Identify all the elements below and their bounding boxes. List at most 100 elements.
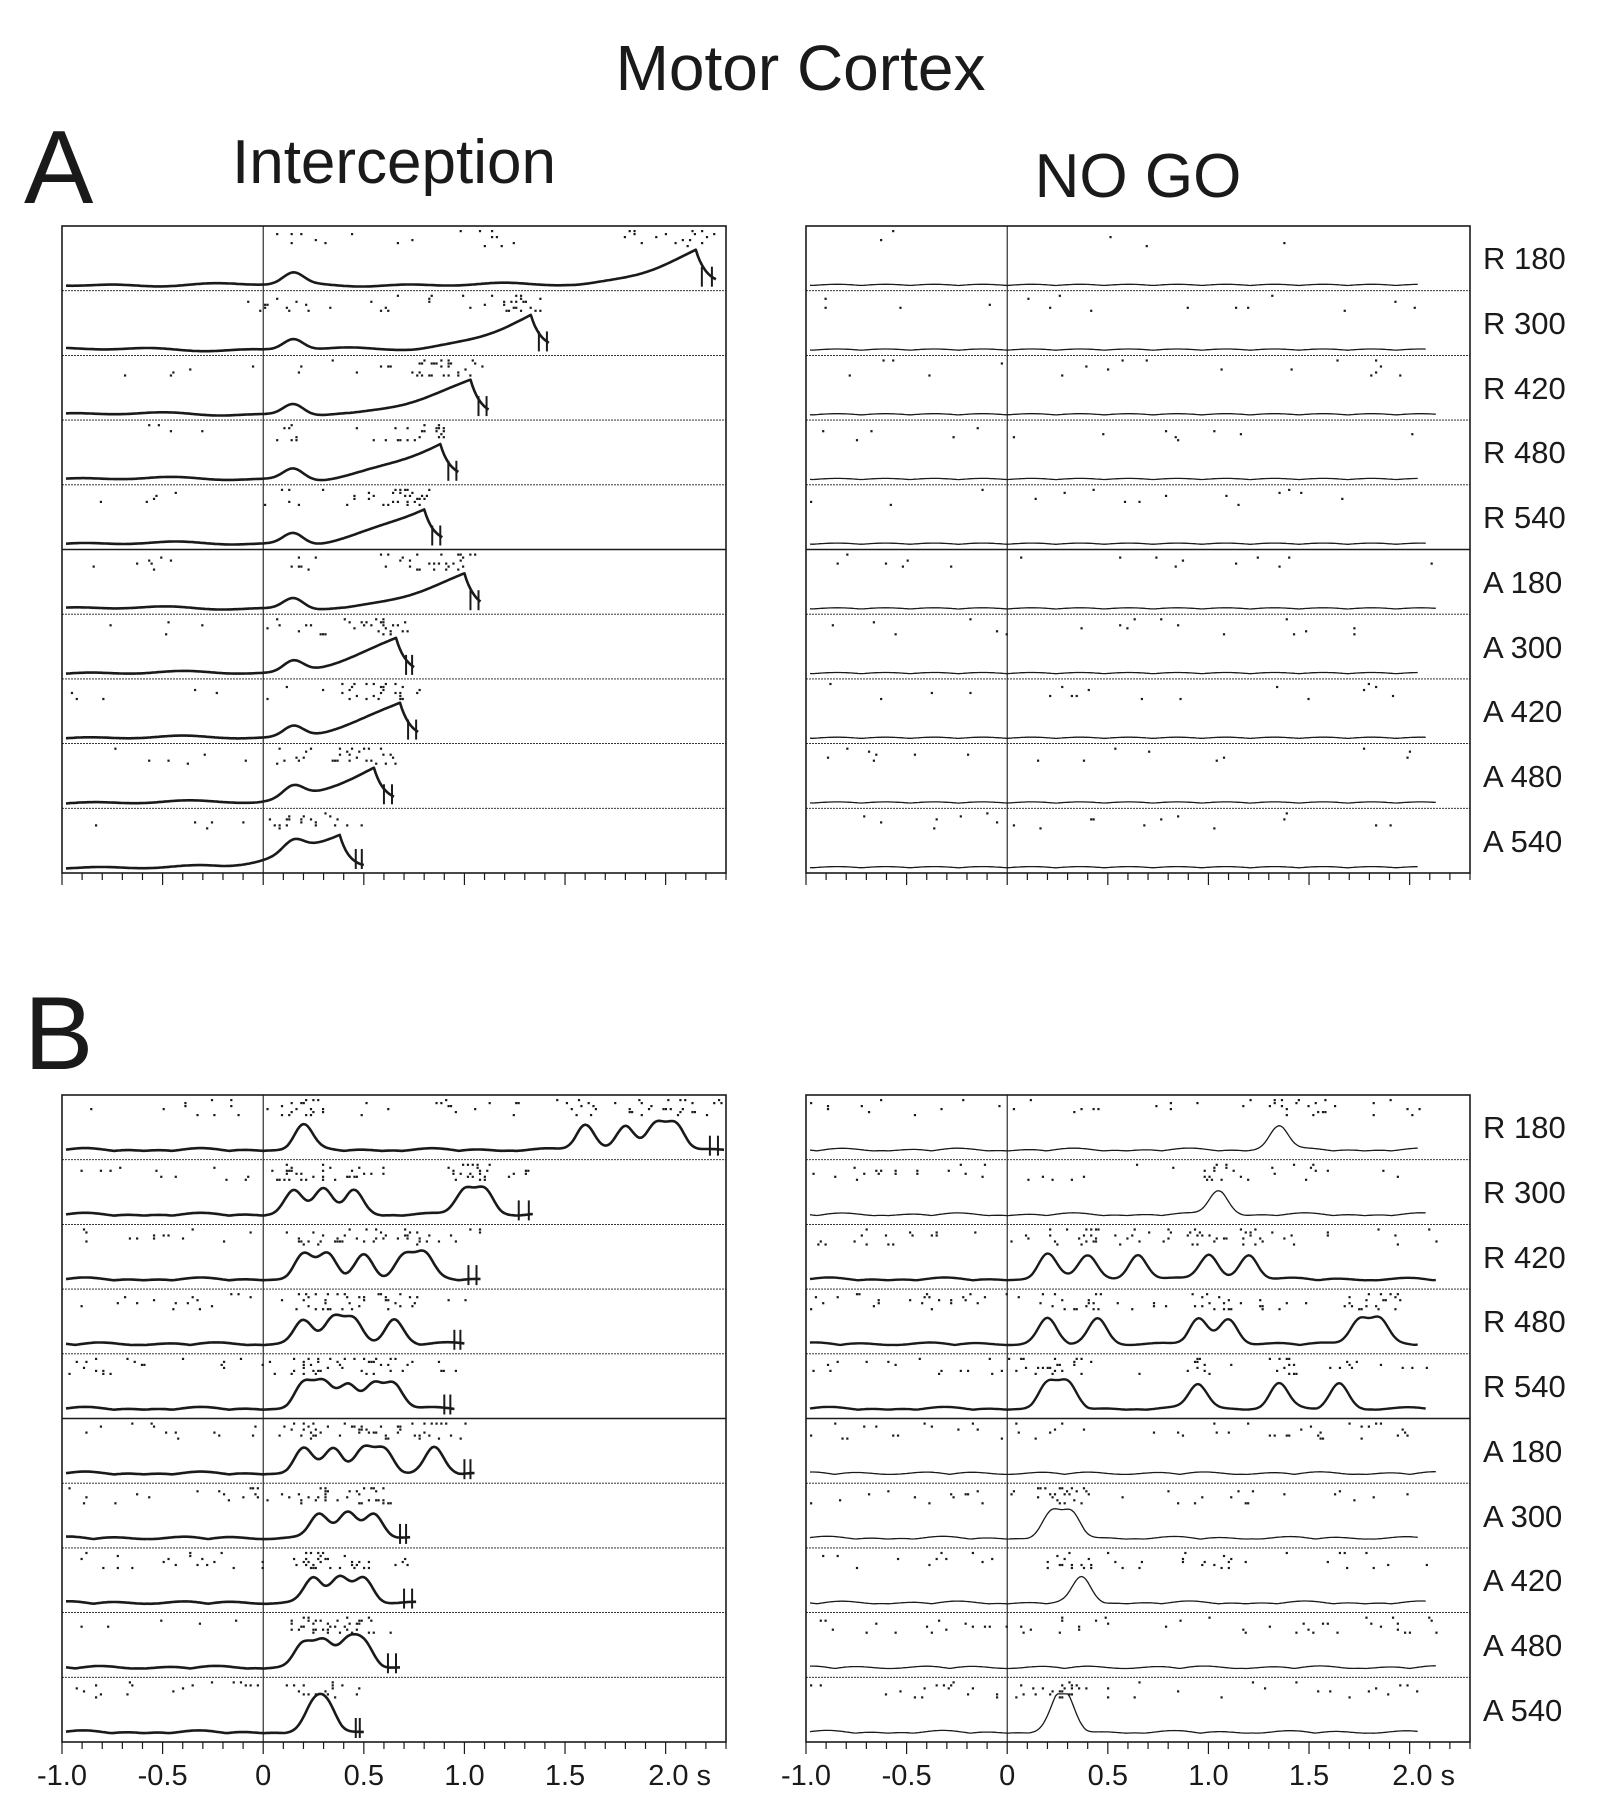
spike-dot [350,1631,354,1634]
spike-dot [307,1616,310,1619]
spike-dot [962,1099,965,1102]
spike-dot [305,1551,308,1555]
spike-dot [394,762,397,765]
spike-dot [1085,1240,1088,1243]
spike-dot [1297,1099,1300,1102]
spike-dot [367,1631,371,1634]
spike-dot [249,1684,252,1687]
spike-dot [295,1172,298,1175]
spike-dot [367,1360,371,1363]
spike-dot [1126,1237,1129,1240]
spike-dot [1375,359,1378,362]
spike-dot [1232,1169,1235,1172]
spike-dot [1041,1293,1045,1296]
spike-dot [556,1099,559,1102]
spike-dot [1254,1228,1257,1231]
spike-dot [1387,1693,1390,1696]
spike-dot [329,1166,332,1169]
spike-dot [336,1499,339,1502]
spike-dot [1116,1302,1119,1305]
spike-dot [1070,1693,1073,1696]
spike-dot [452,1172,455,1175]
spike-dot [688,239,692,242]
spike-dot [387,1363,390,1366]
spike-dot [338,1631,342,1634]
condition-label: A 180 [1483,1433,1563,1469]
spike-dot [647,1108,651,1111]
spike-dot [1285,1434,1288,1437]
spike-dot [1222,1302,1226,1305]
spike-dot [174,1431,177,1434]
spike-dot [326,1693,329,1696]
spike-dot [305,1557,308,1561]
spike-dot [372,694,375,698]
spike-dot [396,294,400,297]
spike-dot [394,427,397,430]
spike-dot [860,1234,863,1237]
spike-dot [264,303,267,306]
spike-dot [384,565,387,568]
spike-dot [1148,1231,1151,1234]
spike-dot [297,565,301,568]
spike-dot [174,1302,177,1305]
spike-dot [312,1175,315,1178]
spike-dot [297,1293,301,1296]
spike-dot [1012,824,1016,827]
spike-dot [387,1437,390,1440]
spike-dot [408,494,412,497]
spike-dot [276,762,279,765]
spike-dot [189,1554,192,1558]
spike-dot [341,682,344,686]
density-curve-r-480 [809,477,1418,481]
spike-dot [1119,1243,1122,1246]
spike-dot [1020,1357,1023,1360]
spike-dot [268,818,272,821]
spike-dot [1010,1240,1013,1243]
spike-dot [75,697,78,701]
spike-dot [80,1557,83,1561]
spike-dot [1080,627,1083,630]
condition-label: A 480 [1483,758,1563,794]
density-curve-a-480 [809,801,1436,804]
spike-dot [162,1560,165,1564]
spike-dot [1065,1490,1069,1493]
spike-dot [899,1690,902,1693]
spike-dot [940,1108,943,1111]
spike-dot [1063,1502,1066,1505]
spike-dot [266,697,269,701]
spike-dot [370,300,373,303]
spike-dot [1411,1366,1414,1369]
spike-dot [1213,1166,1216,1169]
spike-dot [177,1437,180,1440]
spike-dot [396,242,400,245]
spike-dot [937,1619,941,1622]
spike-dot [365,697,368,701]
condition-label: R 180 [1483,241,1566,277]
density-curve-a-480 [65,766,395,805]
spike-dot [483,1178,486,1181]
spike-dot [326,1293,329,1296]
spike-dot [1404,1431,1407,1434]
spike-dot [515,294,518,297]
spike-dot [379,621,383,624]
spike-dot [184,1102,187,1105]
spike-dot [355,1693,358,1696]
spike-dot [1227,1431,1230,1434]
x-tick-label: 1.5 [1288,1760,1330,1792]
spike-dot [490,294,494,297]
spike-dot [901,565,904,568]
spike-dot [1326,1560,1329,1564]
spike-dot [1189,1231,1192,1234]
spike-dot [1321,1622,1325,1625]
spike-dot [167,759,170,762]
spike-dot [1271,1166,1274,1169]
spike-dot [370,1360,373,1363]
spike-dot [512,242,515,245]
spike-dot [1114,1560,1117,1564]
spike-dot [416,691,419,695]
spike-dot [935,1231,938,1234]
spike-dot [367,1499,371,1502]
spike-dot [348,1228,351,1231]
spike-dot [102,1566,105,1570]
spike-dot [399,559,402,562]
